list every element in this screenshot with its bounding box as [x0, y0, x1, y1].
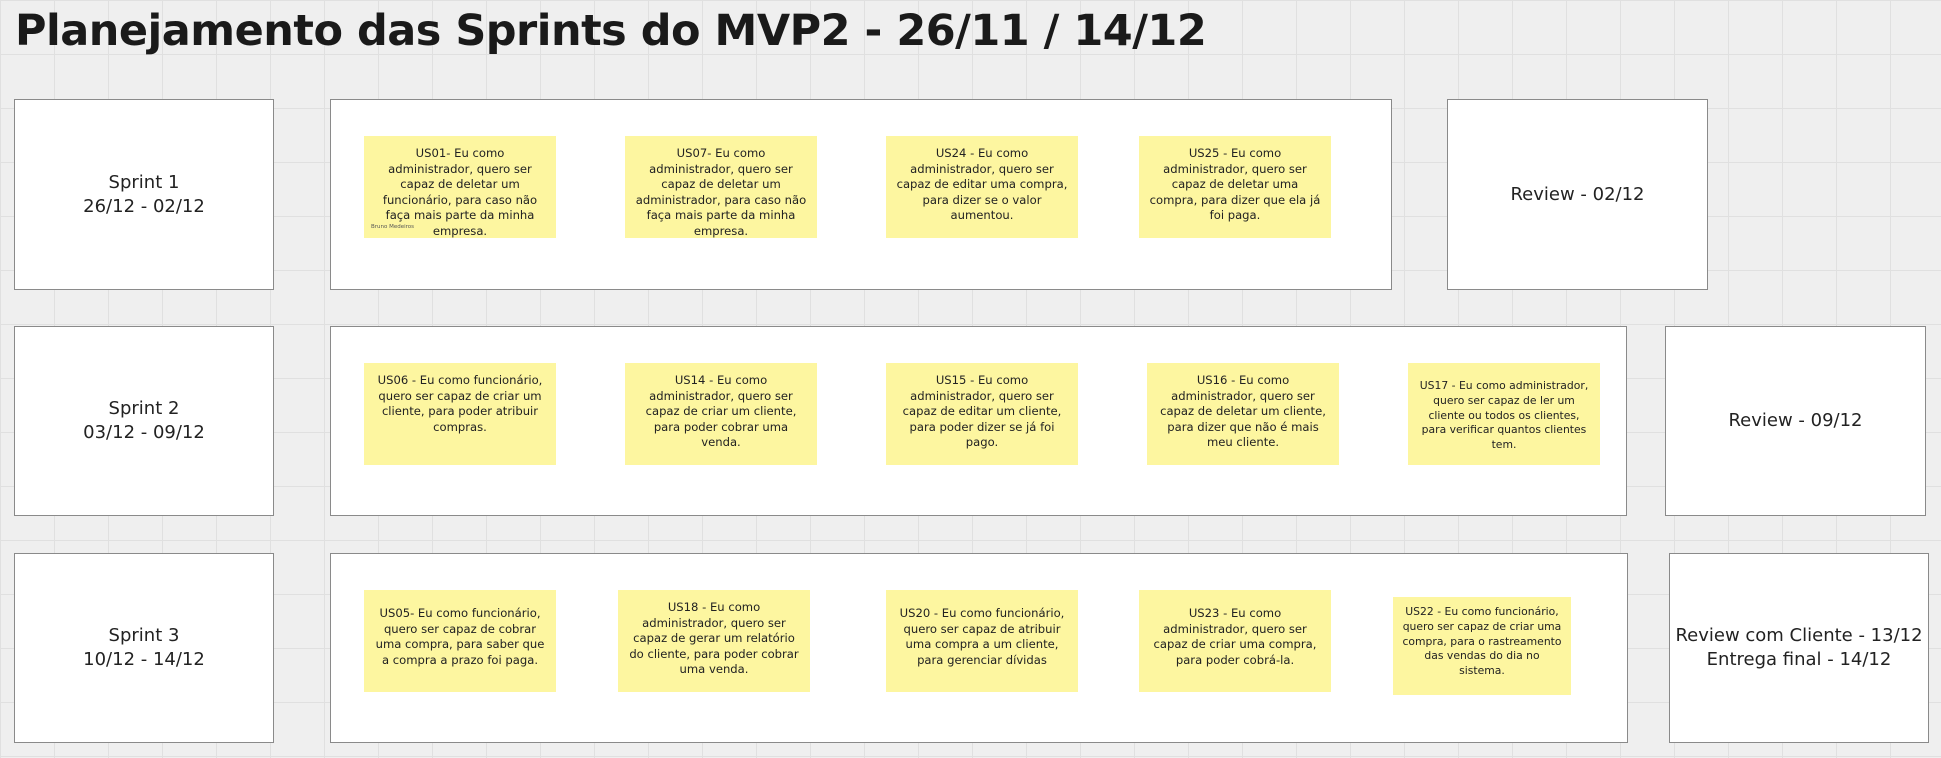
sprint-3-dates: 10/12 - 14/12: [83, 649, 205, 670]
note-author: Bruno Medeiros: [371, 224, 415, 230]
sticky-note-us25[interactable]: US25 - Eu como administrador, quero ser …: [1139, 136, 1331, 238]
sticky-note-text: US23 - Eu como administrador, quero ser …: [1153, 606, 1317, 667]
sprint-1-name: Sprint 1: [108, 171, 180, 193]
sticky-note-us15[interactable]: US15 - Eu como administrador, quero ser …: [886, 363, 1078, 465]
sticky-note-text: US06 - Eu como funcionário, quero ser ca…: [377, 373, 543, 434]
sticky-note-us14[interactable]: US14 - Eu como administrador, quero ser …: [625, 363, 817, 465]
board-title: Planejamento das Sprints do MVP2 - 26/11…: [15, 6, 1207, 56]
final-delivery-label: Entrega final - 14/12: [1706, 649, 1892, 670]
review-3-label: Review com Cliente - 13/12: [1675, 625, 1923, 646]
sticky-note-text: US25 - Eu como administrador, quero ser …: [1149, 146, 1321, 222]
sticky-note-us17[interactable]: US17 - Eu como administrador, quero ser …: [1408, 363, 1600, 465]
sprint-2-dates: 03/12 - 09/12: [83, 422, 205, 443]
sprint-1-dates: 26/12 - 02/12: [83, 195, 205, 217]
sticky-note-us18[interactable]: US18 - Eu como administrador, quero ser …: [618, 590, 810, 692]
sticky-note-text: US18 - Eu como administrador, quero ser …: [629, 600, 799, 676]
review-2-label: Review - 09/12: [1728, 410, 1863, 431]
sticky-note-us16[interactable]: US16 - Eu como administrador, quero ser …: [1147, 363, 1339, 465]
sprint-3-frame[interactable]: Sprint 3 10/12 - 14/12: [14, 553, 274, 743]
sticky-note-text: US20 - Eu como funcionário, quero ser ca…: [899, 606, 1065, 667]
sticky-note-text: US07- Eu como administrador, quero ser c…: [635, 146, 807, 238]
review-1-label: Review - 02/12: [1510, 183, 1645, 205]
review-2-frame[interactable]: Review - 09/12: [1665, 326, 1926, 516]
review-3-frame[interactable]: Review com Cliente - 13/12 Entrega final…: [1669, 553, 1929, 743]
sticky-note-text: US01- Eu como administrador, quero ser c…: [382, 146, 538, 238]
sticky-note-text: US14 - Eu como administrador, quero ser …: [645, 373, 797, 449]
sticky-note-text: US16 - Eu como administrador, quero ser …: [1160, 373, 1326, 449]
sprint-3-name: Sprint 3: [108, 625, 180, 646]
sticky-note-text: US24 - Eu como administrador, quero ser …: [896, 146, 1068, 222]
sprint-2-frame[interactable]: Sprint 2 03/12 - 09/12: [14, 326, 274, 516]
sticky-note-text: US22 - Eu como funcionário, quero ser ca…: [1402, 605, 1562, 678]
sticky-note-us24[interactable]: US24 - Eu como administrador, quero ser …: [886, 136, 1078, 238]
sticky-note-text: US05- Eu como funcionário, quero ser cap…: [375, 606, 545, 667]
sticky-note-us05[interactable]: US05- Eu como funcionário, quero ser cap…: [364, 590, 556, 692]
sticky-note-us20[interactable]: US20 - Eu como funcionário, quero ser ca…: [886, 590, 1078, 692]
sticky-note-us07[interactable]: US07- Eu como administrador, quero ser c…: [625, 136, 817, 238]
sticky-note-us23[interactable]: US23 - Eu como administrador, quero ser …: [1139, 590, 1331, 692]
sticky-note-text: US17 - Eu como administrador, quero ser …: [1419, 379, 1589, 452]
sprint-1-frame[interactable]: Sprint 1 26/12 - 02/12: [14, 99, 274, 290]
sticky-note-us06[interactable]: US06 - Eu como funcionário, quero ser ca…: [364, 363, 556, 465]
sticky-note-us01[interactable]: US01- Eu como administrador, quero ser c…: [364, 136, 556, 238]
sticky-note-us22[interactable]: US22 - Eu como funcionário, quero ser ca…: [1393, 597, 1571, 695]
sprint-2-name: Sprint 2: [108, 398, 180, 419]
sticky-note-text: US15 - Eu como administrador, quero ser …: [902, 373, 1062, 449]
review-1-frame[interactable]: Review - 02/12: [1447, 99, 1708, 290]
